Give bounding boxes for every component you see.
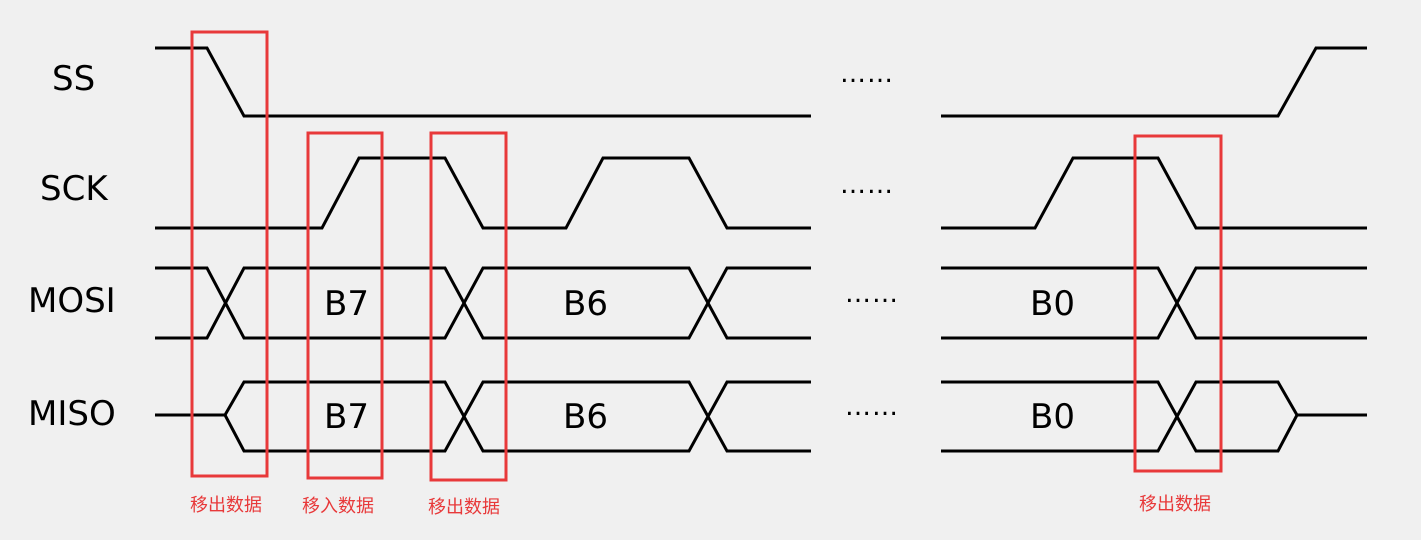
signal-label-miso: MISO xyxy=(28,394,116,434)
miso-bus-left-lower xyxy=(223,380,811,453)
annotation-shift-out-1: 移出数据 xyxy=(190,495,262,516)
miso-bit-b6: B6 xyxy=(563,397,608,437)
ss-waveform-left xyxy=(155,46,811,118)
ellipsis-mosi: …… xyxy=(845,279,899,309)
miso-bit-b7: B7 xyxy=(324,397,369,437)
miso-bus-right-lower xyxy=(941,380,1299,453)
highlight-box-shift-out-1 xyxy=(190,30,269,478)
annotation-shift-out-3: 移出数据 xyxy=(1139,494,1211,515)
mosi-bit-b0: B0 xyxy=(1030,284,1075,324)
signal-label-ss: SS xyxy=(52,59,95,99)
highlight-box-shift-out-2 xyxy=(429,131,508,482)
mosi-bus-top-left xyxy=(155,266,811,340)
ss-waveform-right xyxy=(941,46,1367,118)
mosi-bus-top-right xyxy=(941,266,1367,340)
mosi-bit-b6: B6 xyxy=(563,284,608,324)
highlight-box-shift-out-3 xyxy=(1133,134,1223,473)
sck-waveform-right xyxy=(941,156,1367,230)
mosi-bit-b7: B7 xyxy=(324,284,369,324)
ellipsis-miso: …… xyxy=(845,392,899,422)
ellipsis-sck: …… xyxy=(840,170,894,200)
mosi-bus-bottom-right xyxy=(941,266,1367,340)
sck-waveform-left xyxy=(155,156,811,230)
annotation-shift-out-2: 移出数据 xyxy=(428,497,500,518)
miso-bus-right xyxy=(941,380,1367,453)
signal-label-sck: SCK xyxy=(40,169,109,209)
miso-bit-b0: B0 xyxy=(1030,397,1075,437)
ellipsis-ss: …… xyxy=(840,59,894,89)
highlight-box-shift-in xyxy=(306,131,384,480)
miso-bus-left xyxy=(155,380,811,453)
annotation-shift-in: 移入数据 xyxy=(302,496,374,517)
signal-label-mosi: MOSI xyxy=(28,281,116,321)
mosi-bus-bottom-left xyxy=(155,266,811,340)
